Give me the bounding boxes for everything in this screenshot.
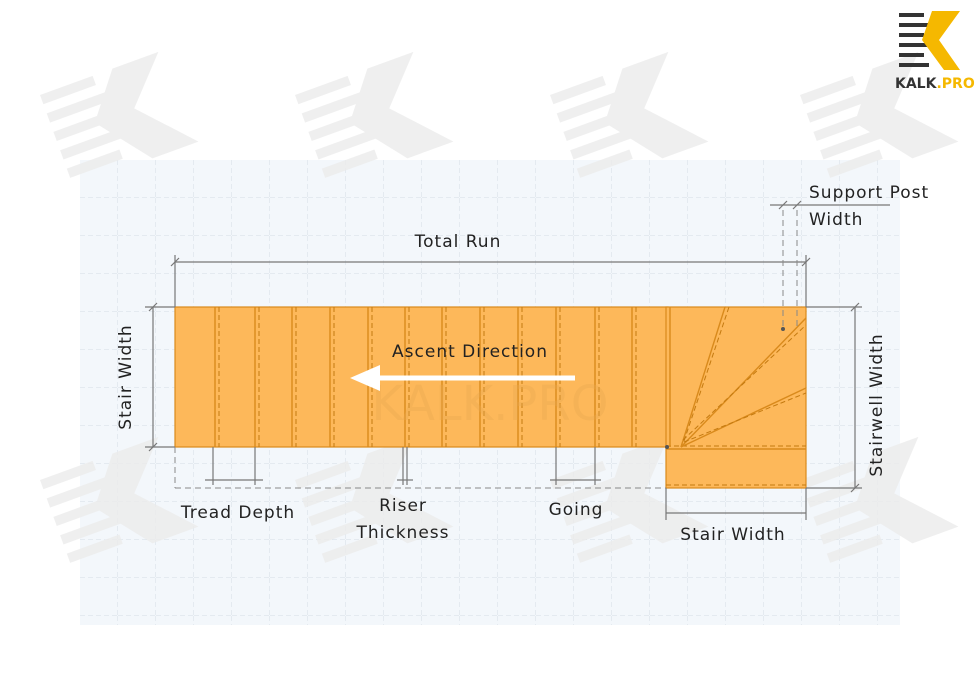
tread-depth-label: Tread Depth <box>180 503 295 523</box>
dimension-lines <box>145 200 890 520</box>
going-label: Going <box>549 500 604 520</box>
support-post-label: Support Post <box>809 183 929 203</box>
riser-label: Riser <box>379 496 427 516</box>
logo-text: KALK.PRO <box>895 76 975 92</box>
kalk-pro-logo: KALK.PRO <box>895 11 975 92</box>
ascent-arrow <box>350 365 575 391</box>
total-run-label: Total Run <box>414 232 502 252</box>
support-post-width-label: Width <box>809 210 863 230</box>
watermark-text: KALK.PRO <box>371 376 608 432</box>
riser-thickness-label: Thickness <box>355 523 449 543</box>
stair-width-left-label: Stair Width <box>116 324 136 429</box>
ascent-direction-label: Ascent Direction <box>392 342 548 362</box>
stairwell-width-label: Stairwell Width <box>867 333 887 476</box>
stair-width-bottom-label: Stair Width <box>680 525 785 545</box>
winder-section <box>665 306 807 489</box>
